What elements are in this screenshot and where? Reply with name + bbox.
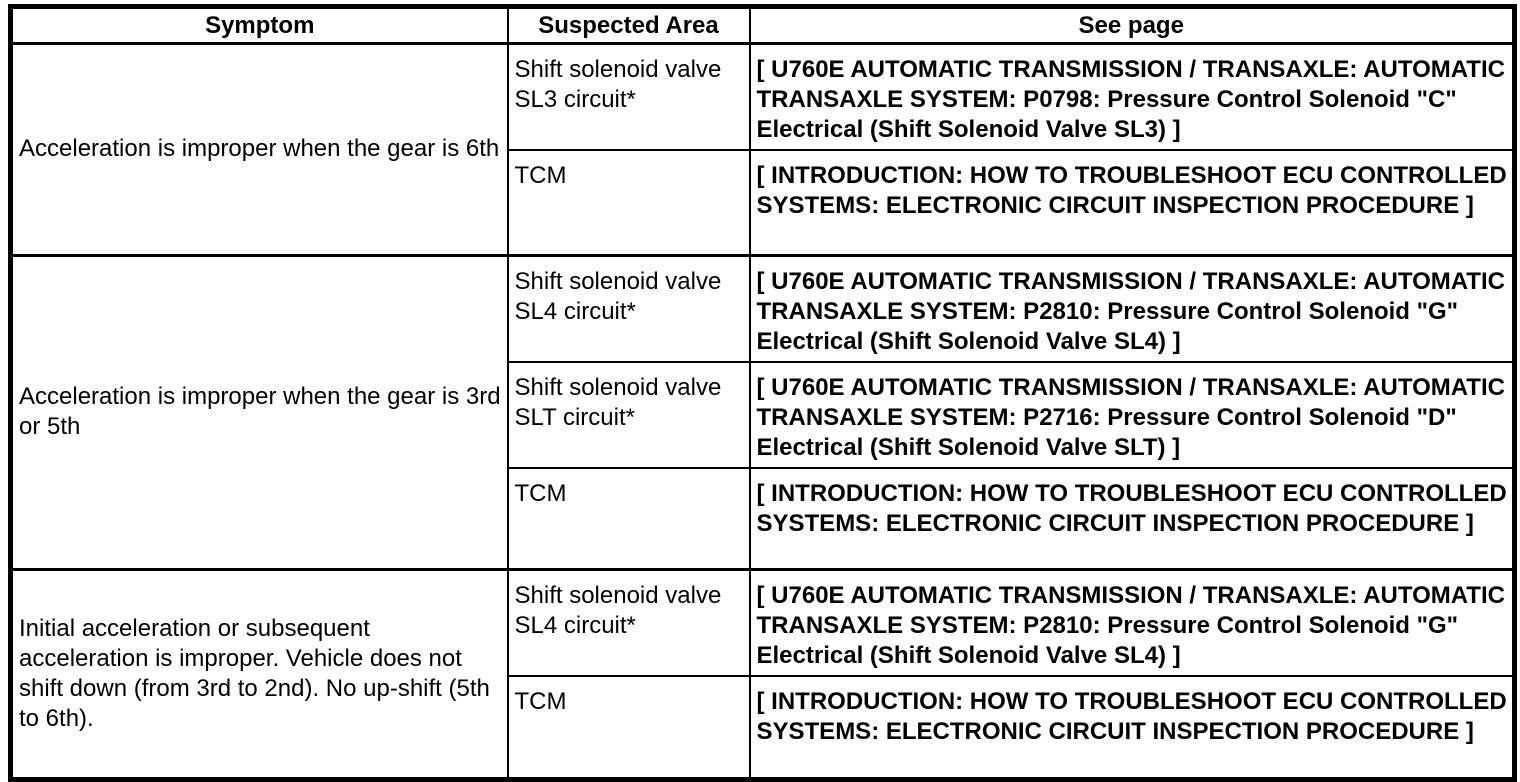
see-page-cell: [ INTRODUCTION: HOW TO TROUBLESHOOT ECU … [748,149,1516,256]
see-page-cell: [ U760E AUTOMATIC TRANSMISSION / TRANSAX… [748,253,1516,363]
see-page-cell: [ U760E AUTOMATIC TRANSMISSION / TRANSAX… [748,568,1516,677]
suspected-area-cell: Shift solenoid valve SL4 circuit* [506,568,751,677]
symptom-cell: Initial acceleration or subsequent accel… [9,568,509,780]
suspected-area-cell: Shift solenoid valve SL3 circuit* [506,42,751,151]
table-row: Initial acceleration or subsequent accel… [9,568,1516,780]
header-row: Symptom Suspected Area See page [9,5,1516,45]
symptom-cell: Acceleration is improper when the gear i… [9,42,509,256]
suspected-area-cell: Shift solenoid valve SL4 circuit* [506,253,751,363]
header-see-page: See page [748,5,1516,45]
suspected-area-cell: TCM [506,149,751,256]
table-row: Shift solenoid valve SLT circuit* [ U760… [11,360,1516,469]
table-row: TCM [ INTRODUCTION: HOW TO TROUBLESHOOT … [11,149,1516,256]
table-row: Acceleration is improper when the gear i… [9,42,1516,256]
header-symptom: Symptom [9,5,509,45]
see-page-cell: [ INTRODUCTION: HOW TO TROUBLESHOOT ECU … [748,675,1516,780]
header-suspected-area: Suspected Area [506,5,751,45]
table-row: TCM [ INTRODUCTION: HOW TO TROUBLESHOOT … [11,675,1516,780]
see-page-cell: [ U760E AUTOMATIC TRANSMISSION / TRANSAX… [748,42,1516,151]
table-row: Acceleration is improper when the gear i… [9,253,1516,571]
see-page-cell: [ U760E AUTOMATIC TRANSMISSION / TRANSAX… [748,360,1516,469]
table-row: TCM [ INTRODUCTION: HOW TO TROUBLESHOOT … [11,466,1516,571]
suspected-area-cell: Shift solenoid valve SLT circuit* [506,360,751,469]
suspected-area-cell: TCM [506,466,751,571]
symptom-cell: Acceleration is improper when the gear i… [9,253,509,571]
suspected-area-cell: TCM [506,675,751,780]
see-page-cell: [ INTRODUCTION: HOW TO TROUBLESHOOT ECU … [748,466,1516,571]
symptom-troubleshooting-table: Symptom Suspected Area See page Accelera… [8,4,1517,782]
